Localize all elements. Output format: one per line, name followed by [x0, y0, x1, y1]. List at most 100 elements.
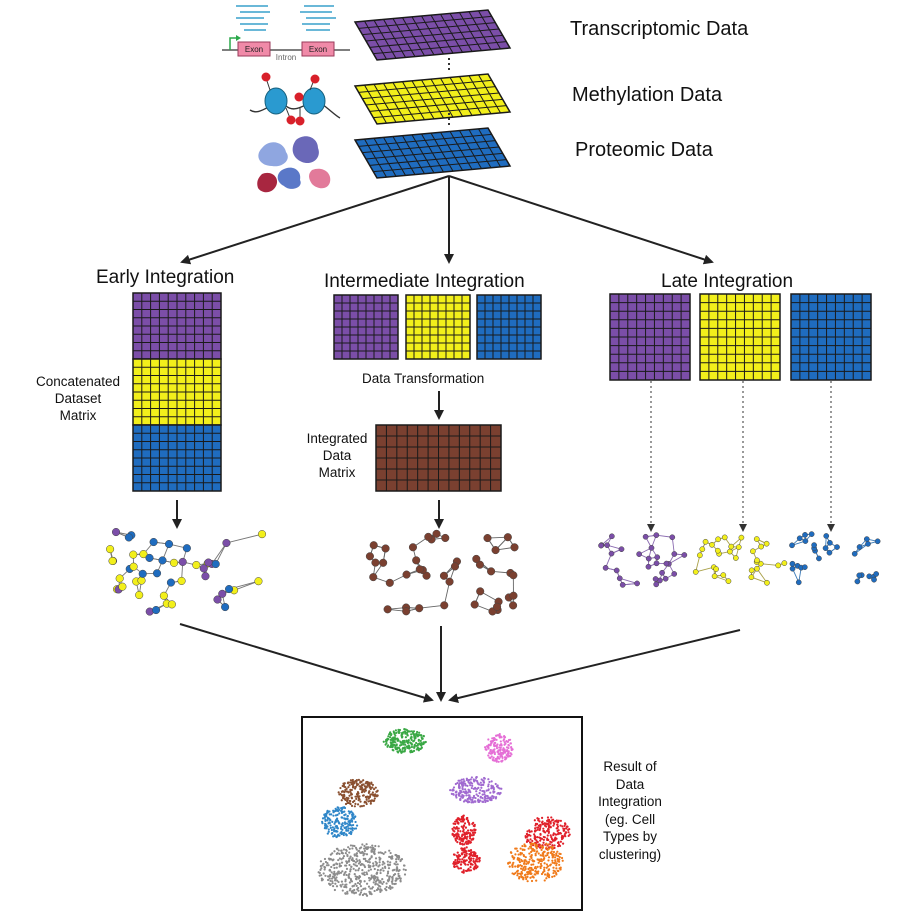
cluster-point [332, 876, 336, 879]
intermediate-integration-network [365, 529, 519, 616]
cluster-point [335, 817, 339, 820]
cluster-point [534, 843, 538, 846]
cluster-point [345, 833, 348, 837]
cluster-point [558, 852, 561, 855]
cluster-point [317, 871, 320, 874]
cluster-point [362, 779, 365, 782]
cluster-point [375, 861, 378, 865]
cluster-point [474, 852, 477, 855]
cluster-point [391, 869, 394, 872]
cluster-point [349, 887, 352, 890]
cluster-point [493, 759, 496, 762]
cluster-point [397, 728, 400, 731]
cluster-point [353, 853, 356, 856]
cluster-point [521, 844, 524, 848]
cluster-point [377, 845, 380, 848]
cluster-point [338, 834, 341, 837]
network-node [371, 558, 380, 567]
cluster-point [466, 829, 470, 832]
network-node [182, 544, 191, 553]
late-integration-title: Late Integration [661, 271, 794, 292]
cluster-point [550, 841, 553, 844]
cluster-point [465, 794, 468, 797]
cluster-point [393, 737, 396, 741]
cluster-point [388, 733, 391, 736]
cluster-point [537, 852, 540, 855]
cluster-point [509, 851, 513, 854]
cluster-point [529, 876, 532, 879]
cluster-point [362, 854, 365, 857]
cluster-point [462, 856, 465, 859]
cluster-point [510, 748, 513, 752]
cluster-point [539, 866, 542, 870]
cluster-point [410, 738, 413, 741]
cluster-point [530, 830, 533, 833]
cluster-point [530, 853, 533, 857]
cluster-point [502, 747, 505, 750]
cluster-point [481, 793, 484, 796]
network-node [616, 575, 623, 582]
late-blue-network [789, 531, 881, 586]
cluster-point [456, 840, 459, 844]
cluster-point [474, 796, 477, 800]
cluster-point [521, 848, 524, 851]
cluster-point [354, 864, 357, 867]
cluster-point [334, 878, 337, 881]
cluster-point [351, 847, 354, 850]
grid-line [369, 152, 503, 166]
cluster-point [472, 860, 475, 863]
cluster-point [335, 847, 339, 850]
cluster-point [560, 856, 564, 860]
network-node [681, 552, 688, 558]
cluster-point [504, 742, 507, 745]
cluster-point [370, 849, 373, 852]
cluster-point [530, 847, 533, 850]
cluster-point [553, 875, 556, 878]
network-node [863, 536, 870, 542]
cluster-point [519, 853, 522, 856]
cluster-point [557, 855, 560, 858]
cluster-point [335, 866, 338, 869]
cluster-point [378, 881, 381, 884]
network-node [834, 544, 840, 550]
cluster-point [345, 867, 349, 870]
cluster-purple [449, 775, 503, 804]
cluster-point [329, 826, 332, 829]
cluster-point [376, 868, 379, 872]
cluster-point [346, 814, 349, 818]
grid-line [369, 34, 503, 48]
cluster-point [351, 783, 355, 786]
cluster-point [500, 787, 503, 790]
cluster-point [352, 785, 355, 788]
cluster-point [373, 874, 376, 877]
cluster-point [487, 738, 490, 741]
network-node [369, 541, 378, 550]
cluster-point [356, 875, 359, 879]
cluster-point [477, 857, 480, 860]
cluster-point [473, 853, 476, 856]
cluster-point [369, 800, 372, 803]
cluster-point [551, 846, 554, 849]
cluster-point [381, 877, 384, 881]
network-node [509, 601, 518, 610]
cluster-point [465, 777, 468, 780]
cluster-point [370, 874, 373, 877]
cluster-point [418, 742, 421, 745]
cluster-point [363, 847, 366, 850]
cluster-point [551, 844, 554, 847]
cluster-point [495, 738, 498, 741]
cluster-point [363, 785, 367, 788]
cluster-point [460, 847, 463, 850]
cluster-point [359, 785, 362, 789]
network-node [871, 576, 877, 583]
cluster-point [403, 730, 406, 733]
cluster-point [345, 822, 349, 825]
cluster-point [558, 844, 562, 848]
network-node [642, 533, 649, 540]
network-node [725, 578, 732, 584]
cluster-point [461, 793, 464, 797]
cluster-point [478, 792, 481, 795]
cluster-point [557, 845, 560, 848]
cluster-point [534, 827, 537, 830]
cluster-point [343, 817, 346, 820]
